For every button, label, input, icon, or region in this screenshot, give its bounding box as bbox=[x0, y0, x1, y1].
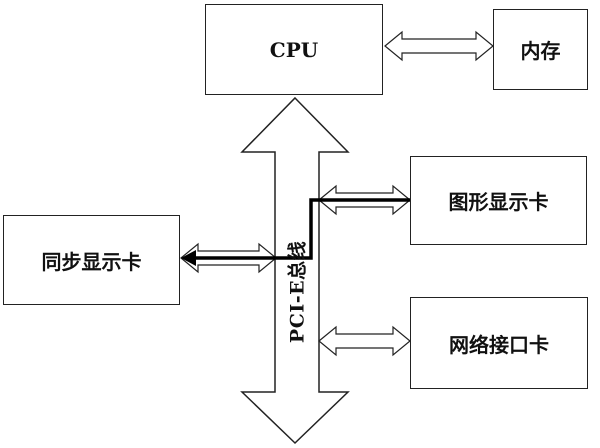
sync-display-card-label: 同步显示卡 bbox=[41, 249, 142, 274]
memory-block: 内存 bbox=[493, 9, 588, 90]
graphics-card-block: 图形显示卡 bbox=[410, 156, 587, 245]
cpu-label: CPU bbox=[269, 37, 319, 62]
cpu-block: CPU bbox=[205, 4, 383, 95]
sync-display-card-block: 同步显示卡 bbox=[3, 215, 180, 305]
cpu-memory-arrow bbox=[384, 30, 494, 62]
sync-path-arrowhead bbox=[181, 250, 196, 266]
network-card-label: 网络接口卡 bbox=[449, 332, 549, 357]
pci-e-bus-arrow bbox=[240, 96, 350, 445]
bus-network-arrow bbox=[318, 325, 411, 357]
network-card-block: 网络接口卡 bbox=[410, 297, 588, 389]
memory-label: 内存 bbox=[520, 39, 561, 63]
pci-e-bus-label: PCI-E总线 bbox=[286, 240, 309, 344]
graphics-card-label: 图形显示卡 bbox=[448, 190, 549, 214]
graphics-to-sync-path bbox=[192, 198, 410, 260]
